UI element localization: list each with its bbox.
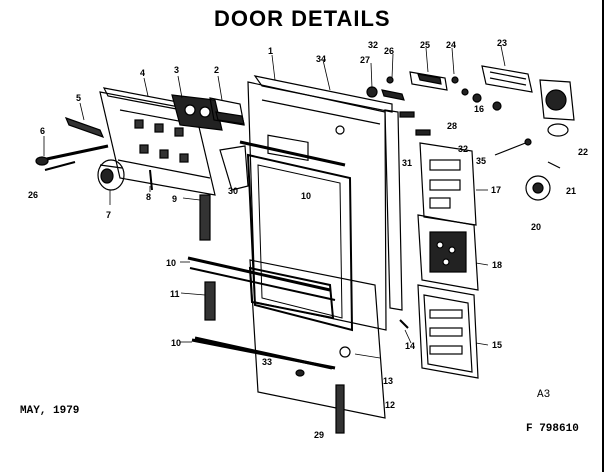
callout-20: 20 [531, 222, 541, 232]
inner-liner [239, 140, 354, 332]
callout-16: 16 [474, 104, 484, 114]
door-handle [64, 116, 105, 139]
callout-32-top: 32 [368, 40, 378, 50]
callout-1: 1 [268, 46, 273, 56]
lower-door-panel [248, 259, 386, 419]
callout-30: 30 [228, 186, 238, 196]
callout-26-rod: 26 [28, 190, 38, 200]
callout-14: 14 [405, 341, 415, 351]
callout-12: 12 [385, 400, 395, 410]
callout-6: 6 [40, 126, 45, 136]
callout-22: 22 [578, 147, 588, 157]
callout-10-gasket: 10 [166, 258, 176, 268]
outer-door-panel [247, 75, 393, 331]
page-edge-line [602, 0, 604, 472]
clip-32 [415, 129, 431, 136]
screw-19 [492, 101, 502, 111]
callout-labels: 1 2 3 4 5 6 7 8 9 10 10 10 11 12 13 14 1… [28, 38, 588, 440]
bottom-leg [335, 384, 345, 434]
panel-18 [417, 214, 479, 291]
rod-and-knob [35, 144, 109, 171]
callout-7: 7 [106, 210, 111, 220]
callout-24: 24 [446, 40, 456, 50]
diagram-date: MAY, 1979 [20, 405, 80, 417]
timer-knob [97, 159, 125, 191]
spring-and-motor [494, 138, 561, 201]
callout-13: 13 [383, 376, 393, 386]
callout-32-right: 32 [458, 144, 468, 154]
callout-17: 17 [491, 185, 501, 195]
vertical-bracket [384, 109, 403, 311]
callout-18: 18 [492, 260, 502, 270]
callout-25: 25 [420, 40, 430, 50]
callout-15: 15 [492, 340, 502, 350]
callout-27: 27 [360, 55, 370, 65]
screw-14 [399, 319, 409, 329]
leader-lines [43, 45, 506, 359]
panel-17 [419, 142, 477, 226]
panel-15 [417, 284, 479, 379]
callout-21: 21 [566, 186, 576, 196]
callout-31: 31 [402, 158, 412, 168]
bottom-bar [191, 338, 336, 370]
callout-4: 4 [140, 68, 145, 78]
callout-26-top: 26 [384, 46, 394, 56]
callout-5: 5 [76, 93, 81, 103]
screw-16 [472, 93, 482, 103]
figure-number: F 798610 [526, 423, 579, 435]
callout-8: 8 [146, 192, 151, 202]
latch-mechanism [481, 65, 533, 93]
callout-2: 2 [214, 65, 219, 75]
callout-10-bottom: 10 [171, 338, 181, 348]
callout-23: 23 [497, 38, 507, 48]
screw [149, 169, 153, 191]
switch-assembly [171, 94, 245, 131]
top-latch-hardware [366, 71, 469, 101]
callout-3: 3 [174, 65, 179, 75]
diagram-title: DOOR DETAILS [214, 6, 391, 31]
callout-34: 34 [316, 54, 326, 64]
side-strip [199, 194, 211, 241]
trim-bar [219, 145, 249, 191]
latch-switch [539, 79, 575, 137]
callout-11: 11 [170, 289, 180, 299]
clip-28 [399, 111, 415, 118]
callout-28: 28 [447, 121, 457, 131]
callout-33: 33 [262, 357, 272, 367]
sheet-label: A3 [537, 389, 551, 401]
screw-33 [295, 369, 305, 377]
callout-9: 9 [172, 194, 177, 204]
callout-35: 35 [476, 156, 486, 166]
callout-10-liner: 10 [301, 191, 311, 201]
hinge-strip [204, 281, 216, 321]
callout-29: 29 [314, 430, 324, 440]
